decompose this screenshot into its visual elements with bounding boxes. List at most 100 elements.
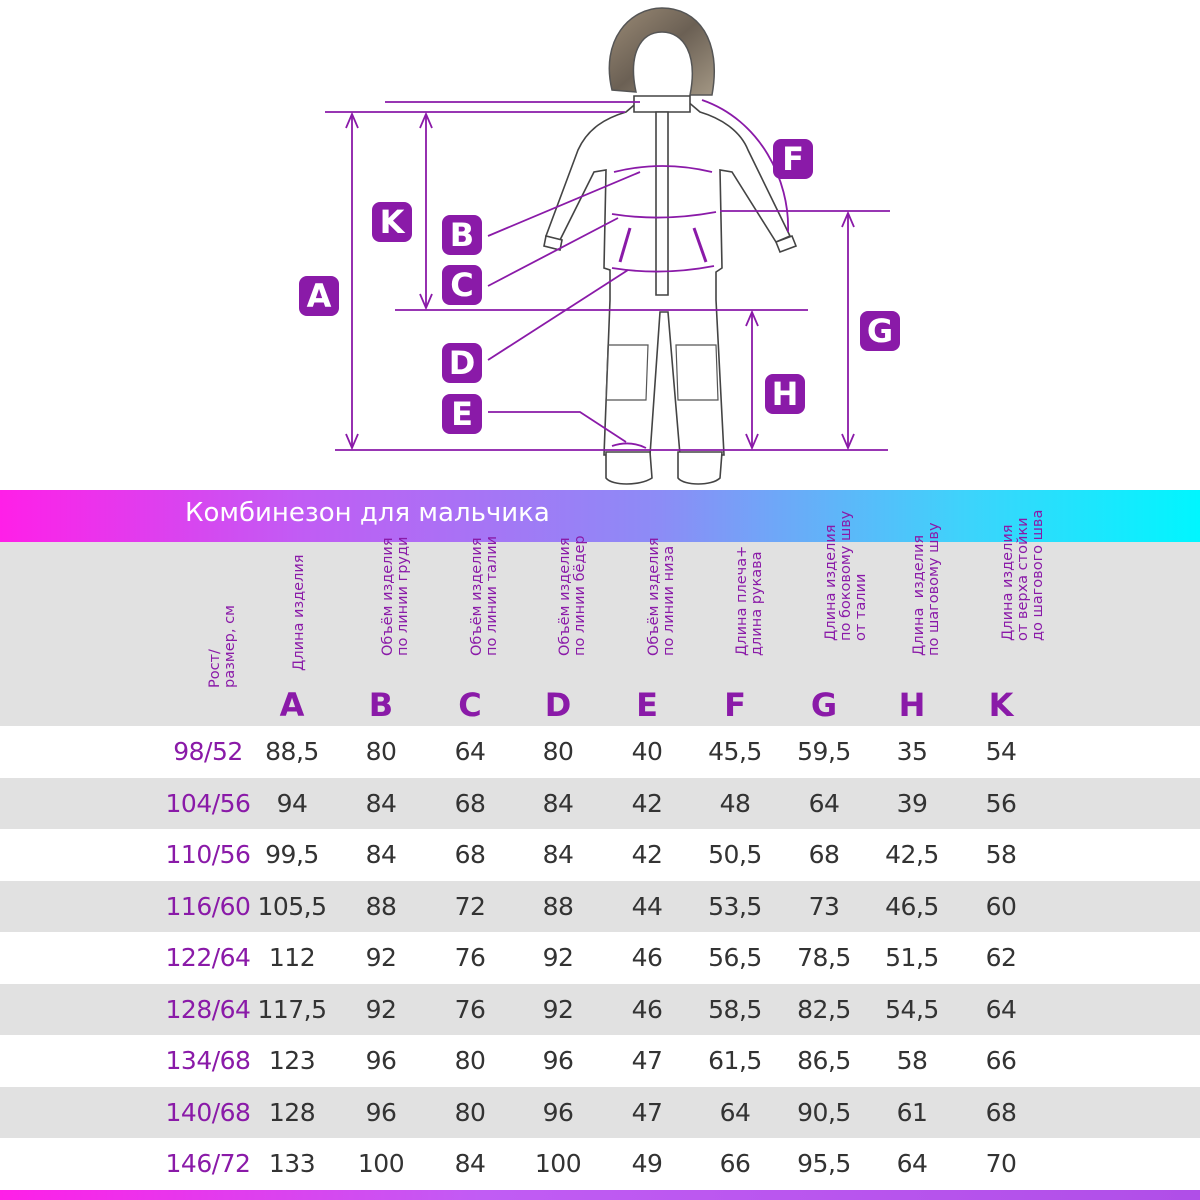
measurement-cell: 133 [268, 1149, 316, 1178]
column-letter: G [810, 686, 838, 724]
measurement-cell: 59,5 [797, 737, 851, 766]
measurement-cell: 68 [985, 1097, 1017, 1127]
letter-badge-a: A [299, 276, 339, 316]
measurement-cell: 96 [365, 1097, 397, 1127]
measurement-cell: 42,5 [885, 840, 939, 869]
column-letter: A [279, 686, 305, 724]
measurement-cell: 86,5 [797, 1046, 851, 1075]
measurement-cell: 72 [454, 891, 486, 921]
size-cell: 110/56 [165, 840, 251, 869]
measurement-cell: 92 [542, 994, 574, 1024]
measurement-cell: 99,5 [265, 840, 319, 869]
column-header-k: Длина изделия от верха стойки до шаговог… [957, 510, 1046, 726]
size-cell: 122/64 [165, 943, 251, 972]
measurement-cell: 70 [985, 1149, 1017, 1178]
measurement-cell: 58 [896, 1046, 928, 1075]
measurement-cell: 73 [808, 891, 840, 921]
measurement-cell: 53,5 [708, 891, 762, 921]
measurement-cell: 90,5 [797, 1097, 851, 1127]
column-label: Объём изделия по линии талии [469, 535, 500, 656]
size-cell: 146/72 [165, 1149, 251, 1178]
measurement-cell: 46,5 [885, 891, 939, 921]
column-label: Объём изделия по линии груди [380, 536, 411, 656]
measurement-cell: 112 [268, 943, 316, 972]
measurement-cell: 61,5 [708, 1046, 762, 1075]
letter-badge-h: H [765, 374, 805, 414]
measurement-cell: 84 [365, 788, 397, 818]
measurement-cell: 128 [268, 1097, 316, 1127]
measurement-cell: 47 [631, 1097, 663, 1127]
column-header-size: Рост/ размер, см [164, 542, 252, 726]
measurement-cell: 46 [631, 994, 663, 1024]
column-letter: C [458, 686, 482, 724]
measurement-cell: 100 [534, 1149, 582, 1178]
measurement-cell: 64 [719, 1097, 751, 1127]
measurement-cell: 42 [631, 840, 663, 869]
measurement-cell: 62 [985, 943, 1017, 972]
column-label: Объём изделия по линии низа [646, 537, 677, 656]
measurement-cell: 84 [454, 1149, 486, 1178]
measurement-cell: 56 [985, 788, 1017, 818]
column-label: Длина изделия по шаговому шву [911, 522, 942, 656]
measurement-cell: 94 [276, 788, 308, 818]
measurement-cell: 60 [985, 891, 1017, 921]
size-cell: 128/64 [165, 994, 251, 1024]
measurement-cell: 64 [454, 737, 486, 766]
measurement-cell: 48 [719, 788, 751, 818]
measurement-cell: 42 [631, 788, 663, 818]
size-cell: 140/68 [165, 1097, 251, 1127]
measurement-cell: 56,5 [708, 943, 762, 972]
measurement-cell: 92 [365, 943, 397, 972]
measurement-cell: 39 [896, 788, 928, 818]
measurement-cell: 64 [808, 788, 840, 818]
letter-badge-f: F [773, 139, 813, 179]
column-letter: F [724, 686, 746, 724]
column-letter: H [898, 686, 926, 724]
measurement-cell: 96 [542, 1097, 574, 1127]
measurement-cell: 49 [631, 1149, 663, 1178]
measurement-cell: 96 [542, 1046, 574, 1075]
measurement-cell: 64 [896, 1149, 928, 1178]
measurement-cell: 80 [454, 1097, 486, 1127]
measurement-cell: 95,5 [797, 1149, 851, 1178]
measurement-cell: 44 [631, 891, 663, 921]
size-cell: 98/52 [173, 737, 243, 766]
measurement-cell: 96 [365, 1046, 397, 1075]
measurement-cell: 66 [985, 1046, 1017, 1075]
measurement-cell: 88 [365, 891, 397, 921]
measurement-cell: 80 [365, 737, 397, 766]
measurement-cell: 54 [985, 737, 1017, 766]
column-label: Рост/ размер, см [207, 605, 238, 688]
letter-badge-e: E [442, 394, 482, 434]
column-letter: K [988, 686, 1014, 724]
measurement-cell: 64 [985, 994, 1017, 1024]
column-letter: B [368, 686, 394, 724]
measurement-cell: 78,5 [797, 943, 851, 972]
measurement-cell: 47 [631, 1046, 663, 1075]
measurement-cell: 76 [454, 943, 486, 972]
bottom-gradient-bar [0, 1190, 1200, 1200]
measurement-cell: 82,5 [797, 994, 851, 1024]
measurement-cell: 35 [896, 737, 928, 766]
letter-badge-b: B [442, 215, 482, 255]
measurement-cell: 88,5 [265, 737, 319, 766]
title-banner: Комбинезон для мальчика [0, 490, 1200, 542]
jumpsuit-drawing [325, 7, 890, 485]
letter-badge-d: D [442, 343, 482, 383]
measurement-cell: 100 [357, 1149, 405, 1178]
measurement-cell: 80 [454, 1046, 486, 1075]
size-diagram: A B C D E F G H K [0, 0, 1200, 490]
measurement-cell: 88 [542, 891, 574, 921]
measurement-cell: 51,5 [885, 943, 939, 972]
measurement-cell: 76 [454, 994, 486, 1024]
